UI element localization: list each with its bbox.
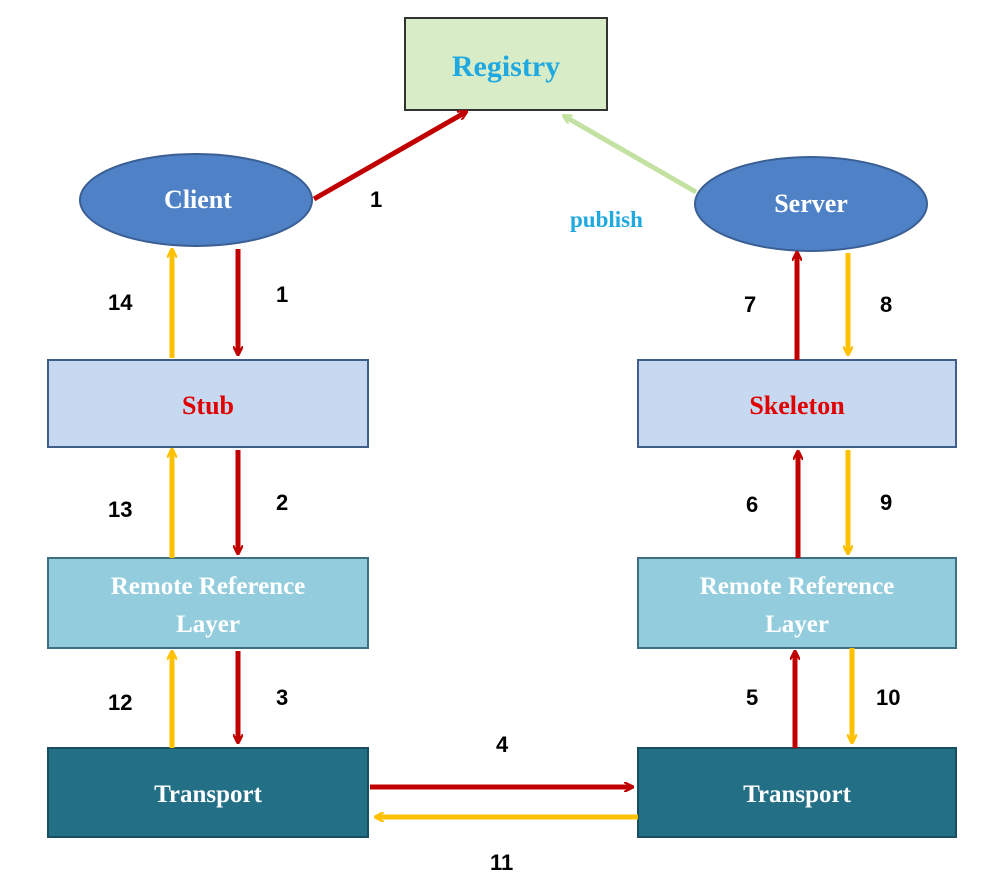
label-transport-to-client: 11 [490, 850, 513, 875]
label-publish: publish [570, 207, 643, 232]
label-skeleton-server: 7 [744, 292, 756, 317]
rrl-right-node: Remote Reference Layer [637, 557, 957, 649]
label-client-registry: 1 [370, 187, 382, 212]
skeleton-label: Skeleton [749, 391, 845, 420]
skeleton-node: Skeleton [637, 359, 957, 448]
client-node: Client [79, 153, 313, 247]
label-skeleton-rrl: 9 [880, 490, 892, 515]
transport-left-label: Transport [154, 781, 263, 808]
stub-label: Stub [182, 391, 234, 420]
client-label: Client [164, 185, 232, 214]
label-server-skeleton: 8 [880, 292, 892, 317]
transport-right-node: Transport [637, 747, 957, 838]
rrl-right-label-line1: Remote Reference [700, 573, 895, 600]
rrl-left-label-line2: Layer [176, 611, 240, 638]
label-transport-rrl-right: 5 [746, 685, 758, 710]
server-label: Server [774, 189, 848, 218]
label-client-stub: 1 [276, 282, 288, 307]
rrl-left-node: Remote Reference Layer [47, 557, 369, 649]
label-stub-client: 14 [108, 290, 133, 315]
rrl-right-label-line2: Layer [765, 611, 829, 638]
label-transport-rrl: 12 [108, 690, 132, 715]
label-rrl-transport-right: 10 [876, 685, 900, 710]
server-node: Server [694, 156, 928, 252]
label-rrl-stub: 13 [108, 497, 132, 522]
label-transport-to-server: 4 [496, 732, 509, 757]
transport-right-label: Transport [743, 781, 852, 808]
label-rrl-transport: 3 [276, 685, 288, 710]
registry-label: Registry [452, 50, 560, 83]
registry-node: Registry [404, 17, 608, 111]
label-stub-rrl: 2 [276, 490, 288, 515]
arrow-client-to-registry [312, 112, 466, 202]
label-rrl-skeleton: 6 [746, 492, 758, 517]
stub-node: Stub [47, 359, 369, 448]
rrl-left-label-line1: Remote Reference [111, 573, 306, 600]
transport-left-node: Transport [47, 747, 369, 838]
arrow-server-publish-registry [564, 116, 698, 195]
